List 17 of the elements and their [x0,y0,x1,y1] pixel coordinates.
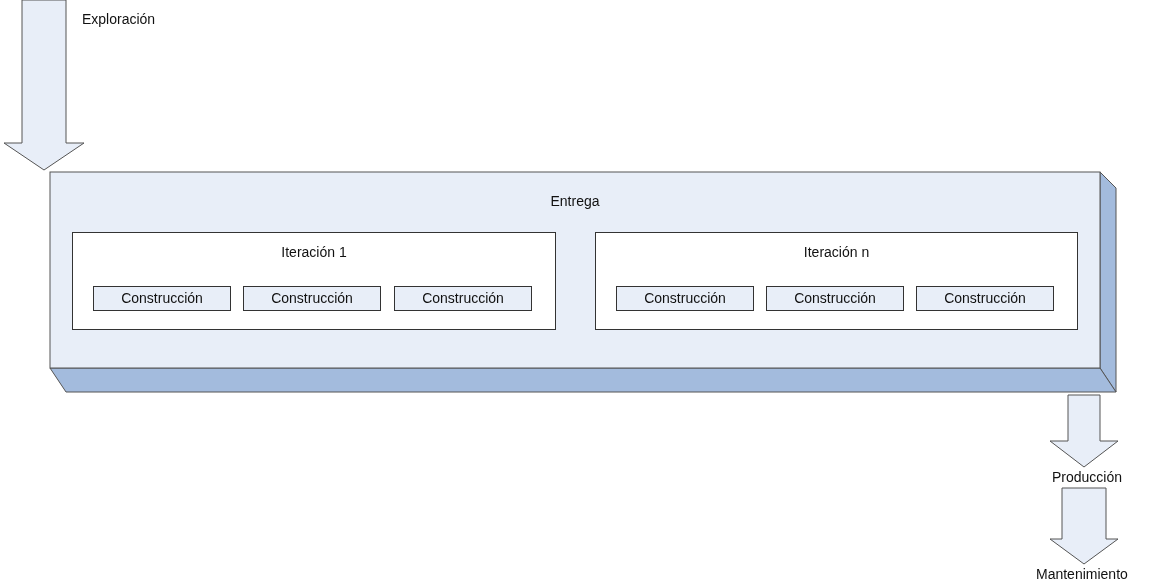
stage-label: Producción [1052,469,1123,485]
edge-label: Exploración [82,11,156,27]
construction-step: Construcción [243,286,381,311]
construction-step: Construcción [616,286,754,311]
construction-step: Construcción [394,286,532,311]
block-arrow [1049,394,1119,468]
construction-step: Construcción [93,286,231,311]
iteration-frame [72,232,556,330]
construction-step: Construcción [916,286,1054,311]
block-arrow [3,0,85,171]
stage-label: Mantenimiento [1036,566,1128,582]
frame-title: Iteración n [802,244,871,260]
panel-title: Entrega [549,193,601,209]
block-arrow [1049,487,1119,565]
construction-step: Construcción [766,286,904,311]
frame-title: Iteración 1 [280,244,348,260]
iteration-frame [595,232,1078,330]
